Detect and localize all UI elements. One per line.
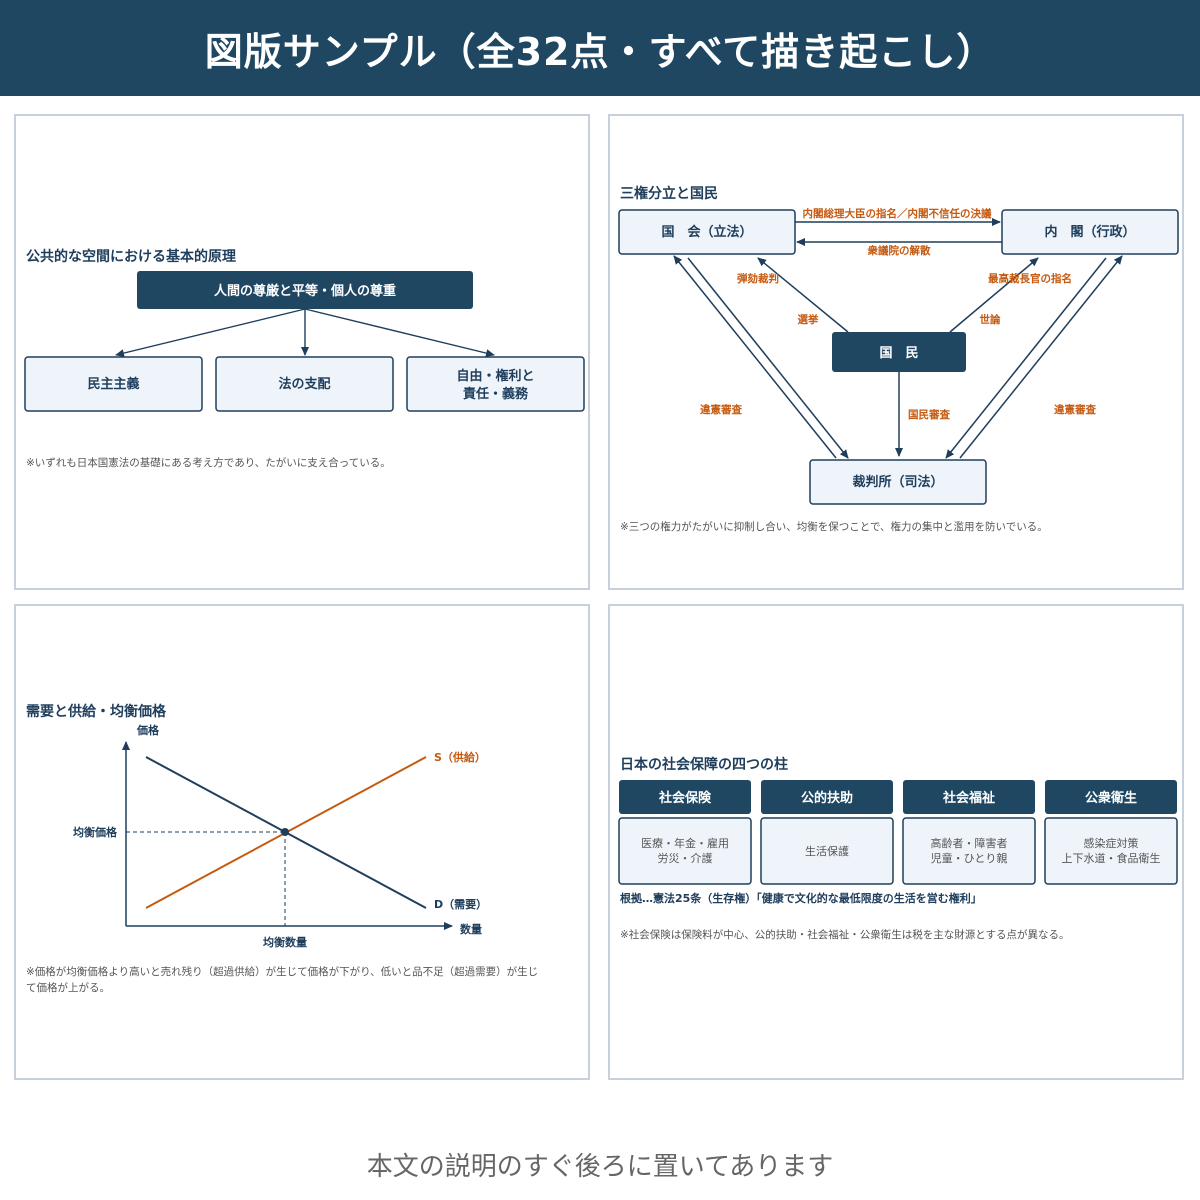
social-security-diagram: 日本の社会保障の四つの柱 社会保険 公的扶助 社会福祉 公衆衛生 医療・年金・雇… — [618, 756, 1178, 941]
powers-title: 三権分立と国民 — [620, 185, 718, 202]
label-nomination-no-confidence: 内閣総理大臣の指名／内閣不信任の決議 — [803, 207, 992, 220]
cabinet-box — [1001, 209, 1179, 255]
pillar-header-social-welfare — [903, 780, 1035, 814]
pillar-desc-public-assistance: 生活保護 — [805, 844, 849, 858]
supply-demand-title: 需要と供給・均衡価格 — [26, 703, 167, 720]
pillar-name-public-assistance: 公的扶助 — [801, 790, 853, 806]
panel-social-security: 日本の社会保障の四つの柱 社会保険 公的扶助 社会福祉 公衆衛生 医療・年金・雇… — [608, 604, 1184, 1080]
pillar-name-social-welfare: 社会福祉 — [942, 790, 995, 806]
arrow-review-diet — [673, 255, 837, 459]
arrow-chief-justice-nomination — [945, 257, 1107, 459]
top-principle-box — [137, 271, 473, 309]
constitutional-basis: 根拠…憲法25条（生存権）「健康で文化的な最低限度の生活を営む権利」 — [620, 891, 982, 905]
rule-of-law-box — [215, 356, 394, 412]
label-impeachment: 弾劾裁判 — [737, 272, 779, 285]
diet-box — [618, 209, 796, 255]
arrow-review-cabinet — [959, 255, 1123, 459]
label-review-left: 違憲審査 — [700, 403, 742, 416]
court-box — [809, 459, 987, 505]
pillar-desc-public-health-line2: 上下水道・食品衛生 — [1062, 851, 1161, 865]
supply-demand-chart: 需要と供給・均衡価格 価格 数量 S（供給） D（需要） 均衡価格 均衡数量 ※… — [26, 703, 538, 994]
panel-separation-of-powers: 三権分立と国民 国 会（立法） 内 閣（行政） 国 民 裁判所（司法） 内閣総理… — [608, 114, 1184, 590]
supply-demand-note-line2: て価格が上がる。 — [26, 981, 110, 994]
pillar-desc-social-welfare-line2: 児童・ひとり親 — [931, 851, 1008, 865]
x-axis-label: 数量 — [460, 922, 482, 936]
top-principle-label: 人間の尊厳と平等・個人の尊重 — [214, 283, 396, 299]
diet-label: 国 会（立法） — [661, 224, 752, 240]
freedom-label-line1: 自由・権利と — [456, 368, 534, 384]
panel-supply-demand: 需要と供給・均衡価格 価格 数量 S（供給） D（需要） 均衡価格 均衡数量 ※… — [14, 604, 590, 1080]
arrow-impeachment — [687, 257, 849, 459]
democracy-box — [24, 356, 203, 412]
court-label: 裁判所（司法） — [852, 474, 943, 490]
people-label: 国 民 — [879, 346, 918, 361]
democracy-label: 民主主義 — [87, 376, 139, 392]
pillar-body-public-health — [1044, 817, 1178, 885]
social-security-note: ※社会保険は保険料が中心、公的扶助・社会福祉・公衆衛生は税を主な財源とする点が異… — [620, 928, 1069, 941]
supply-demand-note-line1: ※価格が均衡価格より高いと売れ残り（超過供給）が生じて価格が下がり、低いと品不足… — [26, 965, 538, 978]
equilibrium-quantity-label: 均衡数量 — [263, 935, 307, 949]
pillar-header-public-assistance — [761, 780, 893, 814]
social-security-title: 日本の社会保障の四つの柱 — [620, 756, 788, 773]
arrow-election — [757, 257, 849, 333]
label-election: 選挙 — [798, 313, 819, 326]
powers-note: ※三つの権力がたがいに抑制し合い、均衡を保つことで、権力の集中と濫用を防いでいる… — [620, 520, 1048, 533]
y-axis-label: 価格 — [136, 723, 160, 737]
freedom-label-line2: 責任・義務 — [463, 386, 529, 402]
equilibrium-point — [281, 828, 289, 836]
label-national-review: 国民審査 — [908, 408, 950, 421]
arrow-to-freedom — [304, 308, 495, 357]
equilibrium-price-label: 均衡価格 — [73, 825, 118, 839]
demand-curve-label: D（需要） — [434, 898, 487, 911]
arrow-to-democracy — [115, 308, 306, 357]
pillar-body-public-assistance — [760, 817, 894, 885]
label-chief-justice: 最高裁長官の指名 — [988, 272, 1072, 285]
principles-title: 公共的な空間における基本的原理 — [26, 248, 236, 265]
freedom-responsibility-box — [406, 356, 585, 412]
label-dissolution: 衆議院の解散 — [868, 244, 931, 257]
powers-diagram: 三権分立と国民 国 会（立法） 内 閣（行政） 国 民 裁判所（司法） 内閣総理… — [618, 185, 1179, 533]
pillar-desc-public-health-line1: 感染症対策 — [1084, 836, 1139, 850]
rule-of-law-label: 法の支配 — [278, 376, 330, 392]
page-header: 図版サンプル（全32点・すべて描き起こし） — [0, 0, 1200, 96]
pillar-header-public-health — [1045, 780, 1177, 814]
people-box — [832, 332, 966, 372]
page-title: 図版サンプル（全32点・すべて描き起こし） — [204, 29, 996, 74]
pillar-desc-social-insurance-line2: 労災・介護 — [658, 851, 713, 865]
pillar-desc-social-insurance-line1: 医療・年金・雇用 — [641, 836, 729, 850]
principles-note: ※いずれも日本国憲法の基礎にある考え方であり、たがいに支え合っている。 — [26, 456, 391, 469]
label-public-opinion: 世論 — [980, 313, 1001, 326]
pillar-body-social-insurance — [618, 817, 752, 885]
cabinet-label: 内 閣（行政） — [1044, 224, 1135, 240]
pillar-name-public-health: 公衆衛生 — [1085, 790, 1137, 806]
pillar-desc-social-welfare-line1: 高齢者・障害者 — [931, 836, 1008, 850]
arrow-public-opinion — [949, 257, 1039, 333]
footer-caption: 本文の説明のすぐ後ろに置いてあります — [366, 1152, 834, 1182]
pillar-body-social-welfare — [902, 817, 1036, 885]
supply-curve-label: S（供給） — [434, 750, 486, 764]
principles-diagram: 公共的な空間における基本的原理 人間の尊厳と平等・個人の尊重 民主主義 法の支配… — [24, 248, 585, 469]
panel-basic-principles: 公共的な空間における基本的原理 人間の尊厳と平等・個人の尊重 民主主義 法の支配… — [14, 114, 590, 590]
pillar-name-social-insurance: 社会保険 — [658, 790, 712, 806]
label-review-right: 違憲審査 — [1054, 403, 1096, 416]
pillar-header-social-insurance — [619, 780, 751, 814]
